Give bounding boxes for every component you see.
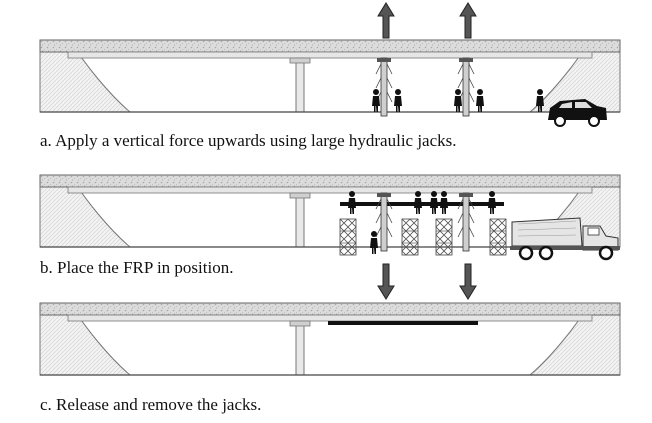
person-icon [440, 191, 448, 214]
frp-strip [328, 321, 478, 325]
person-icon [414, 191, 422, 214]
caption-step-a: a. Apply a vertical force upwards using … [40, 131, 457, 150]
caption-step-b: b. Place the FRP in position. [40, 258, 233, 277]
person-icon [476, 89, 484, 112]
panel-a [39, 2, 621, 127]
down-arrow-icon [459, 263, 477, 300]
panel-c [39, 263, 621, 376]
truck-icon [510, 217, 620, 261]
hydraulic-jack-icon [457, 192, 475, 252]
down-arrow-icon [377, 263, 395, 300]
person-icon [372, 89, 380, 112]
car-icon [548, 99, 607, 127]
hydraulic-jack-icon [375, 57, 393, 117]
caption-step-c: c. Release and remove the jacks. [40, 395, 261, 414]
shoring-tower-icon [489, 218, 507, 256]
panel-b [39, 174, 621, 261]
person-icon [370, 231, 378, 254]
up-arrow-icon [377, 2, 395, 39]
person-icon [394, 89, 402, 112]
hydraulic-jack-icon [457, 57, 475, 117]
person-icon [348, 191, 356, 214]
up-arrow-icon [459, 2, 477, 39]
shoring-tower-icon [339, 218, 357, 256]
shoring-tower-icon [435, 218, 453, 256]
person-icon [454, 89, 462, 112]
person-icon [488, 191, 496, 214]
shoring-tower-icon [401, 218, 419, 256]
person-icon [430, 191, 438, 214]
work-platform [340, 202, 504, 206]
hydraulic-jack-icon [375, 192, 393, 252]
